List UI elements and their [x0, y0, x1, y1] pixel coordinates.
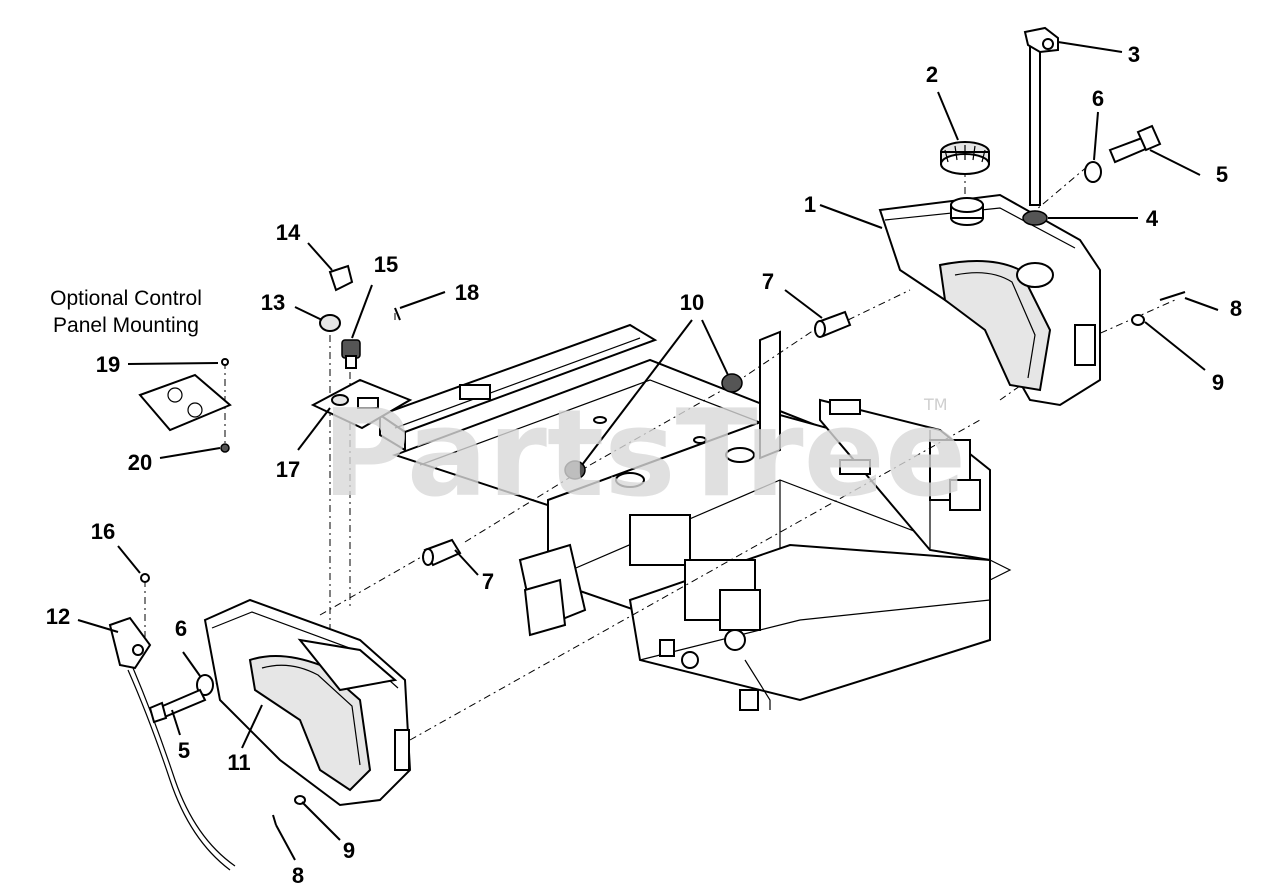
optional-panel	[138, 358, 232, 453]
watermark: PartsTree	[322, 385, 966, 524]
watermark-trademark: TM	[923, 395, 948, 414]
callout-9-lower: 9	[343, 838, 355, 863]
nut	[319, 314, 341, 332]
callout-1: 1	[804, 192, 816, 217]
callout-9-right: 9	[1212, 370, 1224, 395]
screw-16	[140, 573, 150, 583]
washer-right	[1131, 314, 1145, 326]
bushing-a	[721, 373, 743, 393]
spacer-upper	[814, 310, 852, 338]
callout-18: 18	[455, 280, 479, 305]
callout-8-right: 8	[1230, 296, 1242, 321]
callout-7-upper: 7	[762, 269, 774, 294]
rivet-19	[221, 358, 229, 366]
callout-20: 20	[128, 450, 152, 475]
fuel-line-elbow	[1023, 26, 1059, 206]
optional-mounting-note-line2: Panel Mounting	[53, 314, 199, 337]
callout-5-upper: 5	[1216, 162, 1228, 187]
callout-2: 2	[926, 62, 938, 87]
callout-13: 13	[261, 290, 285, 315]
optional-mounting-note-line1: Optional Control	[50, 287, 202, 310]
washer-upper	[1084, 161, 1102, 183]
callout-6-upper: 6	[1092, 86, 1104, 111]
fuel-tank-right	[878, 193, 1101, 407]
callout-8-lower: 8	[292, 863, 304, 888]
screw-right	[1159, 291, 1186, 301]
fuel-cap	[940, 141, 990, 175]
bushing-b	[564, 460, 586, 480]
callout-14: 14	[276, 220, 301, 245]
ignition-key	[328, 264, 354, 292]
fuel-shutoff-valve	[108, 573, 236, 871]
callout-10: 10	[680, 290, 704, 315]
callout-19: 19	[96, 352, 120, 377]
callout-6-lower: 6	[175, 616, 187, 641]
callout-numbers: 1 2 3 4 5 5 6 6 7 7 8 8 9 9 10 11 12 13 …	[46, 42, 1242, 888]
fuel-tank-left	[203, 598, 412, 807]
screw-18	[394, 307, 401, 321]
callout-15: 15	[374, 252, 398, 277]
rivet-20	[220, 443, 230, 453]
callout-17: 17	[276, 457, 300, 482]
spacer-lower	[422, 538, 462, 567]
assembly-centerlines	[144, 40, 1176, 741]
callout-12: 12	[46, 604, 70, 629]
leader-lines	[77, 41, 1219, 861]
callout-4: 4	[1146, 206, 1159, 231]
screw-lower	[272, 814, 277, 826]
bolt-lower	[148, 688, 207, 724]
callout-11: 11	[227, 750, 250, 775]
ignition-switch	[341, 339, 361, 369]
callout-3: 3	[1128, 42, 1140, 67]
callout-16: 16	[91, 519, 115, 544]
bolt-upper	[1108, 124, 1162, 164]
control-panel	[310, 378, 413, 430]
callout-7-lower: 7	[482, 569, 494, 594]
grommet	[1022, 210, 1048, 226]
callout-5-lower: 5	[178, 738, 190, 763]
